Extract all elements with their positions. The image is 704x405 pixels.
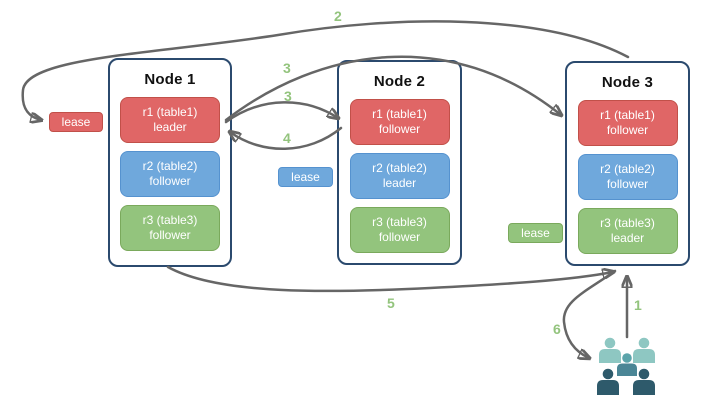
arrow-5-node1-to-node3	[166, 265, 613, 293]
step-label-3b: 3	[284, 88, 292, 104]
replica-role: follower	[606, 123, 649, 137]
node-2-replica-r2: r2 (table2) leader	[349, 153, 450, 199]
lease-chip-green: lease	[508, 223, 563, 243]
replica-role: leader	[610, 231, 645, 245]
replica-name: r2 (table2)	[600, 161, 655, 176]
replica-role: follower	[606, 177, 649, 191]
user-middle	[617, 353, 637, 376]
replica-name: r1 (table1)	[142, 104, 198, 119]
replica-role: follower	[378, 230, 421, 244]
users-group-icon	[597, 337, 655, 395]
lease-chip-blue: lease	[278, 167, 333, 187]
replica-name: r3 (table3)	[600, 215, 655, 230]
step-label-6: 6	[553, 321, 561, 337]
user-front-left	[597, 368, 619, 395]
node-3-box: Node 3 r1 (table1) follower r2 (table2) …	[565, 61, 690, 266]
replica-role: leader	[382, 176, 417, 190]
replica-name: r1 (table1)	[600, 107, 655, 122]
lease-chip-red: lease	[49, 112, 103, 132]
user-back-left	[599, 337, 621, 363]
step-label-5: 5	[387, 295, 395, 311]
replica-role: follower	[378, 122, 421, 136]
node-1-box: Node 1 r1 (table1) leader r2 (table2) fo…	[108, 58, 232, 267]
node-3-replica-r3: r3 (table3) leader	[577, 208, 678, 254]
replica-name: r2 (table2)	[372, 160, 427, 175]
user-back-right	[633, 337, 655, 363]
replica-role: leader	[153, 120, 187, 134]
step-label-3a: 3	[283, 60, 291, 76]
replica-role: follower	[149, 174, 191, 188]
replica-name: r3 (table3)	[372, 214, 427, 229]
node-3-replica-r2: r2 (table2) follower	[577, 154, 678, 200]
node-3-title: Node 3	[601, 74, 654, 91]
node-1-title: Node 1	[144, 71, 196, 88]
node-2-box: Node 2 r1 (table1) follower r2 (table2) …	[337, 60, 462, 265]
user-front-right	[633, 368, 655, 395]
replica-name: r3 (table3)	[142, 212, 198, 227]
replica-name: r2 (table2)	[142, 158, 198, 173]
node-2-replica-r3: r3 (table3) follower	[349, 207, 450, 253]
replica-name: r1 (table1)	[372, 106, 427, 121]
step-label-1: 1	[634, 297, 642, 313]
node-2-title: Node 2	[373, 73, 426, 90]
step-label-2: 2	[334, 8, 342, 24]
node-2-replica-r1: r1 (table1) follower	[349, 99, 450, 145]
node-1-replica-r2: r2 (table2) follower	[120, 151, 220, 197]
node-3-replica-r1: r1 (table1) follower	[577, 100, 678, 146]
node-1-replica-r1: r1 (table1) leader	[120, 97, 220, 143]
node-1-replica-r3: r3 (table3) follower	[120, 205, 220, 251]
step-label-4: 4	[283, 130, 291, 146]
arrow-3-node1-leader-to-node2-follower	[224, 101, 338, 124]
replica-role: follower	[149, 228, 191, 242]
